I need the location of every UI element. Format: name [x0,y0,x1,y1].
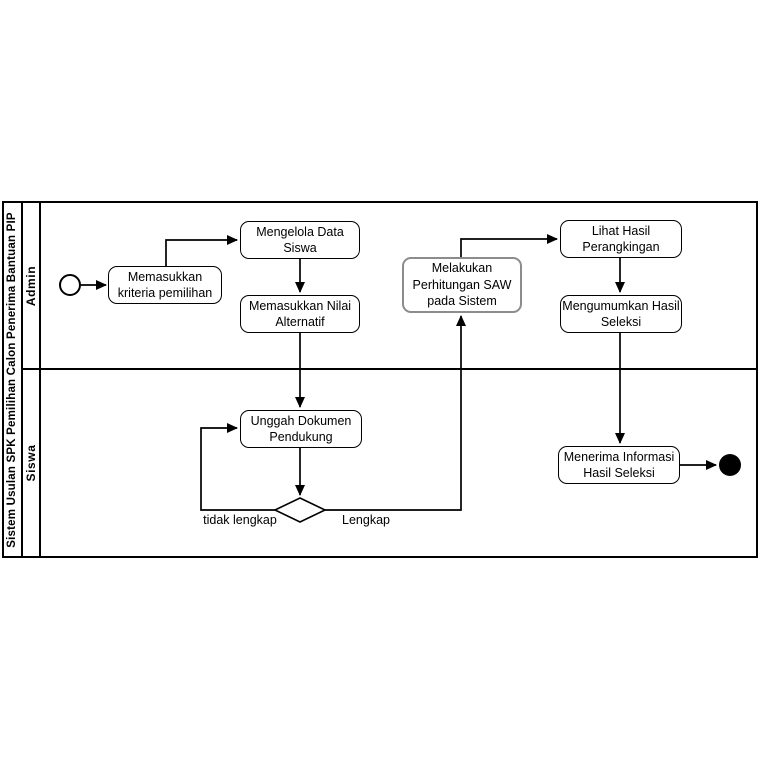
edge-decision-lengkap-to-saw [325,315,466,511]
activity-unggah-dokumen-pendukung: Unggah Dokumen Pendukung [240,410,362,448]
edge-saw-to-lihat-hasil [460,234,558,257]
pool-frame [2,201,758,558]
lane-divider [21,368,758,370]
decision-diamond [273,497,327,523]
activity-mengumumkan-hasil-seleksi: Mengumumkan Hasil Seleksi [560,295,682,333]
pool-title-separator [21,201,23,558]
activity-melakukan-perhitungan-saw: Melakukan Perhitungan SAW pada Sistem [402,257,522,313]
decision-label-tidak-lengkap: tidak lengkap [203,513,277,527]
final-node [719,454,741,476]
initial-node [59,274,81,296]
lane-label-separator [39,201,41,558]
edge-kriteria-to-mengelola-data [165,235,238,266]
edge-decision-tidak-lengkap-loop [200,423,275,511]
activity-memasukkan-nilai-alternatif: Memasukkan Nilai Alternatif [240,295,360,333]
decision-label-lengkap: Lengkap [342,513,390,527]
activity-mengelola-data-siswa: Mengelola Data Siswa [240,221,360,259]
activity-memasukkan-kriteria: Memasukkan kriteria pemilihan [108,266,222,304]
activity-lihat-hasil-perangkingan: Lihat Hasil Perangkingan [560,220,682,258]
activity-menerima-informasi-hasil: Menerima Informasi Hasil Seleksi [558,446,680,484]
